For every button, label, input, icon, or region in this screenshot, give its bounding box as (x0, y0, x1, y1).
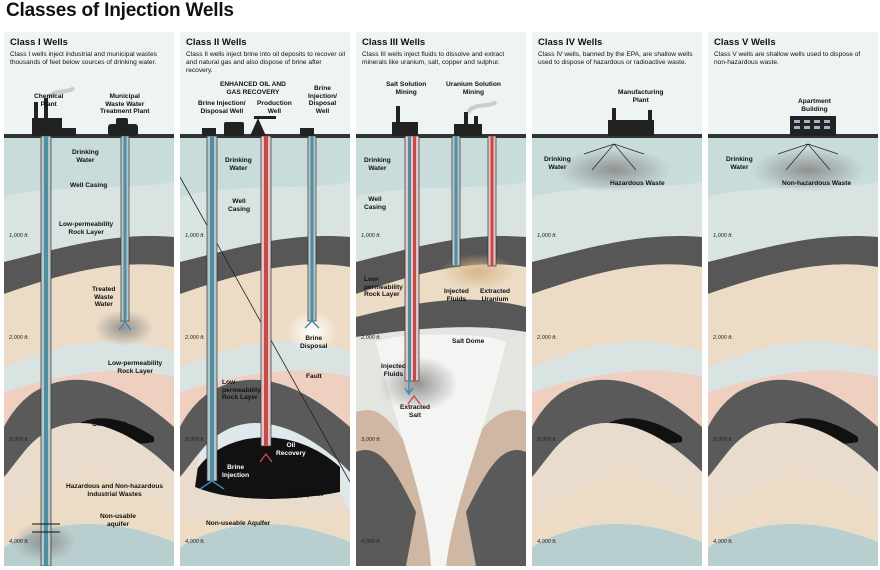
class-iii-geology (356, 100, 526, 566)
label-production-well: Production Well (257, 100, 292, 115)
panel-class-ii: Class II Wells Class II wells inject bri… (180, 32, 350, 566)
label-low-permeability: Low- permeability Rock Layer (222, 379, 261, 401)
label-manufacturing-plant: Manufacturing Plant (618, 89, 664, 104)
label-low-permeability: Low-permeability Rock Layer (59, 221, 114, 236)
depth-4000: 4,000 ft. (713, 539, 733, 545)
label-well-casing: Well Casing (228, 198, 250, 213)
class-v-geology (708, 116, 878, 566)
label-salt-dome: Salt Dome (452, 338, 485, 345)
panel-description: Class IV wells, banned by the EPA, are s… (538, 51, 693, 66)
depth-2000: 2,000 ft. (361, 335, 381, 341)
label-injected-fluids-uranium: Injected Fluids (444, 288, 469, 303)
class-ii-geology (180, 116, 350, 566)
depth-2000: 2,000 ft. (9, 335, 29, 341)
label-fault: Fault (306, 373, 322, 380)
label-low-permeability: Low- permeability Rock Layer (364, 276, 403, 298)
label-brine-injection-disposal-well: Brine Injection/ Disposal Well (198, 100, 246, 115)
depth-3000: 3,000 ft. (9, 437, 29, 443)
depth-4000: 4,000 ft. (361, 539, 381, 545)
label-drinking-water: Drinking Water (726, 156, 753, 171)
label-brine-disposal: Brine Disposal (300, 335, 328, 350)
depth-1000: 1,000 ft. (9, 233, 29, 239)
depth-2000: 2,000 ft. (185, 335, 205, 341)
panel-class-v: Class V Wells Class V wells are shallow … (708, 32, 878, 566)
depth-3000: 3,000 ft. (185, 437, 205, 443)
class-i-geology (4, 86, 174, 566)
label-hazardous-wastes: Hazardous and Non-hazardous Industrial W… (66, 483, 164, 498)
depth-1000: 1,000 ft. (713, 233, 733, 239)
depth-2000: 2,000 ft. (537, 335, 557, 341)
depth-1000: 1,000 ft. (361, 233, 381, 239)
label-extracted-salt: Extracted Salt (400, 404, 431, 419)
label-drinking-water: Drinking Water (225, 157, 252, 172)
label-well-casing: Well Casing (364, 196, 386, 211)
label-drinking-water: Drinking Water (544, 156, 571, 171)
panel-title: Class I Wells (10, 37, 68, 48)
label-non-useable-aquifer: Non-useable Aquifer (206, 520, 271, 527)
label-uranium-solution-mining: Uranium Solution Mining (446, 81, 501, 96)
label-apartment-building: Apartment Building (798, 98, 831, 113)
label-oil-deposit: Oil Deposit (92, 421, 127, 428)
depth-1000: 1,000 ft. (185, 233, 205, 239)
label-chemical-plant: Chemical Plant (34, 93, 64, 108)
label-well-casing: Well Casing (70, 182, 108, 189)
label-drinking-water: Drinking Water (72, 149, 99, 164)
depth-3000: 3,000 ft. (361, 437, 381, 443)
panel-title: Class III Wells (362, 37, 426, 48)
label-salt-solution-mining: Salt Solution Mining (386, 81, 427, 96)
panel-description: Class V wells are shallow wells used to … (714, 51, 861, 66)
panel-class-iv: Class IV Wells Class IV wells, banned by… (532, 32, 702, 566)
label-treatment-plant: Municipal Waste Water Treatment Plant (100, 93, 150, 115)
label-non-usable-aquifer: Non-usable aquifer (100, 513, 136, 528)
depth-4000: 4,000 ft. (185, 539, 205, 545)
page-title: Classes of Injection Wells (6, 0, 234, 21)
depth-1000: 1,000 ft. (537, 233, 557, 239)
label-non-hazardous-waste: Non-hazardous Waste (782, 180, 851, 187)
label-extracted-uranium: Extracted Uranium (480, 288, 511, 303)
label-injected-fluids: Injected Fluids (381, 363, 406, 378)
label-brine-injection-disposal-well-2: Brine Injection/ Disposal Well (308, 85, 337, 115)
panel-title: Class V Wells (714, 37, 776, 48)
label-low-permeability-2: Low-permeability Rock Layer (108, 360, 163, 375)
panel-title: Class II Wells (186, 37, 247, 48)
panel-class-i: Class I Wells Class I wells inject indus… (4, 32, 174, 566)
panel-description: Class II wells inject brine into oil dep… (186, 51, 346, 74)
label-oil-recovery: Oil Recovery (276, 442, 306, 457)
panel-description: Class I wells inject industrial and muni… (10, 51, 157, 66)
panel-class-iii: Class III Wells Class III wells inject f… (356, 32, 526, 566)
label-oil-deposit: Oil Deposit (288, 491, 323, 498)
label-drinking-water: Drinking Water (364, 157, 391, 172)
depth-2000: 2,000 ft. (713, 335, 733, 341)
depth-3000: 3,000 ft. (537, 437, 557, 443)
label-brine-injection: Brine Injection (222, 464, 250, 479)
depth-3000: 3,000 ft. (713, 437, 733, 443)
label-treated-waste-water: Treated Waste Water (92, 286, 116, 308)
label-hazardous-waste: Hazardous Waste (610, 180, 665, 187)
class-iv-geology (532, 108, 702, 566)
depth-4000: 4,000 ft. (537, 539, 557, 545)
depth-4000: 4,000 ft. (9, 539, 29, 545)
panel-description: Class III wells inject fluids to dissolv… (362, 51, 505, 66)
panel-title: Class IV Wells (538, 37, 603, 48)
label-enhanced-recovery: ENHANCED OIL AND GAS RECOVERY (220, 81, 286, 96)
